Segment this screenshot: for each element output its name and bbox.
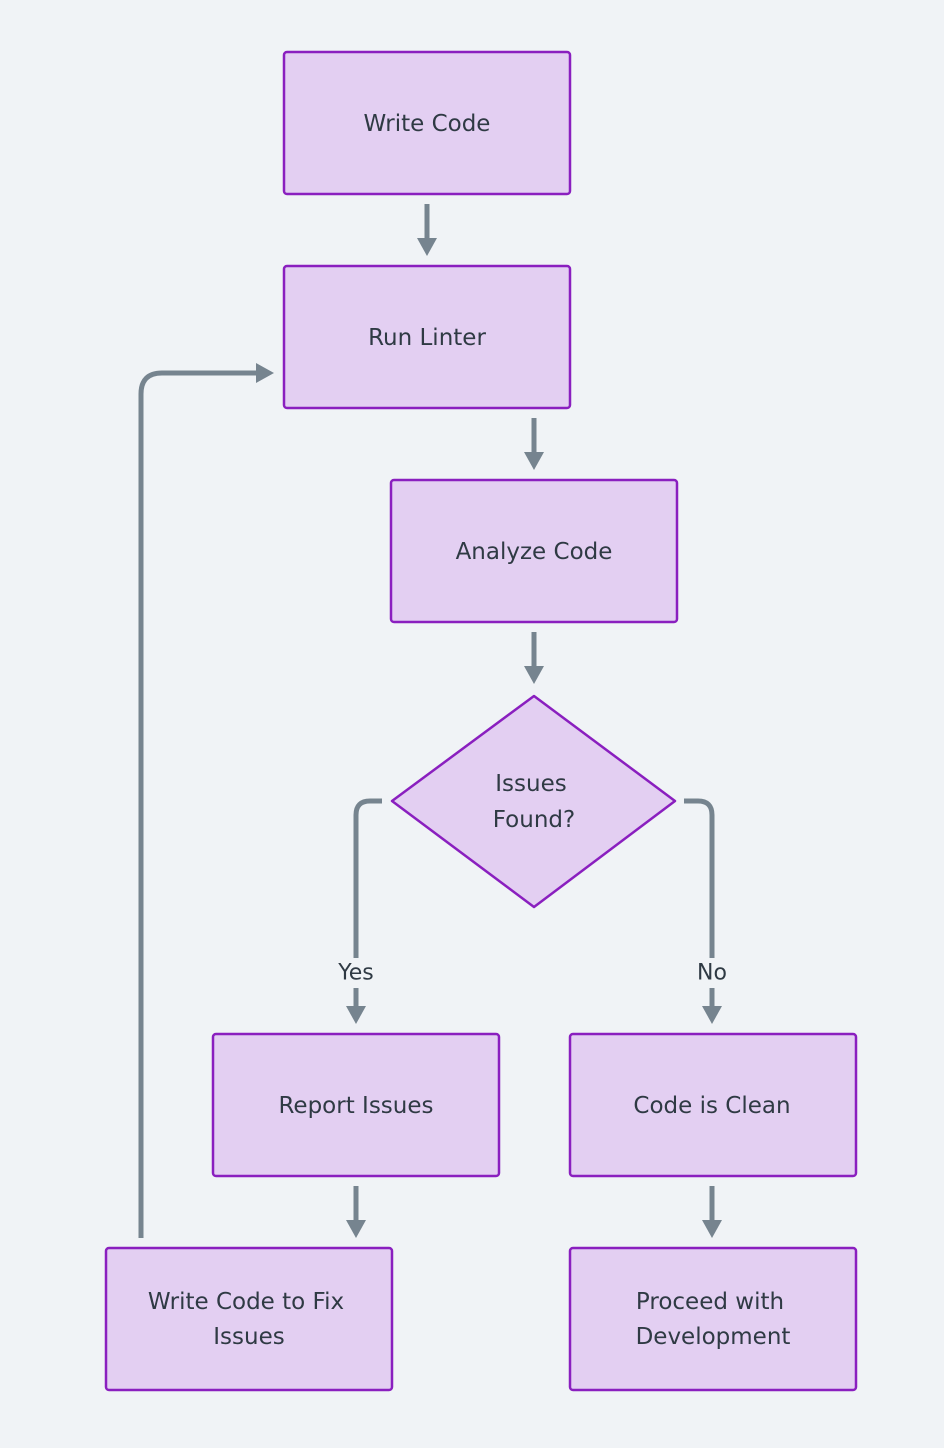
edge-label-yes-text: Yes: [337, 961, 374, 986]
node-analyze-code[interactable]: Analyze Code: [389, 478, 679, 624]
node-issues-found-decision[interactable]: Issues Found?: [390, 694, 677, 909]
edge-run-linter-to-analyze-code: [524, 418, 544, 470]
node-proceed-label-line1: Proceed with: [636, 1289, 784, 1315]
edges: [138, 204, 722, 1238]
node-fix-issues-label-line2: Issues: [213, 1324, 284, 1350]
edge-write-code-to-run-linter: [417, 204, 437, 256]
node-report-issues[interactable]: Report Issues: [211, 1032, 501, 1178]
node-write-code-to-fix-issues[interactable]: Write Code to Fix Issues: [104, 1246, 394, 1392]
nodes: Write Code Run Linter Analyze Code Issue…: [104, 50, 858, 1392]
node-run-linter[interactable]: Run Linter: [282, 264, 572, 410]
node-issues-found-label-line2: Found?: [493, 807, 575, 833]
edge-label-no-text: No: [697, 961, 727, 986]
edge-issues-found-to-report-issues: [346, 798, 382, 1024]
edge-report-issues-to-fix-issues: [346, 1186, 366, 1238]
node-proceed-with-development[interactable]: Proceed with Development: [568, 1246, 858, 1392]
node-issues-found-label-line1: Issues: [495, 771, 566, 797]
edge-code-clean-to-proceed: [702, 1186, 722, 1238]
edge-labels: Yes No: [332, 958, 732, 988]
edge-fix-issues-to-run-linter: [138, 363, 274, 1238]
edge-label-yes: Yes: [332, 958, 380, 988]
node-write-code-label: Write Code: [364, 111, 491, 137]
node-run-linter-label: Run Linter: [368, 325, 486, 351]
node-write-code[interactable]: Write Code: [282, 50, 572, 196]
node-code-is-clean[interactable]: Code is Clean: [568, 1032, 858, 1178]
edge-issues-found-to-code-clean: [684, 798, 722, 1024]
node-fix-issues-label-line1: Write Code to Fix: [148, 1289, 344, 1315]
node-analyze-code-label: Analyze Code: [456, 539, 613, 565]
edge-analyze-code-to-issues-found: [524, 632, 544, 684]
node-report-issues-label: Report Issues: [278, 1093, 433, 1119]
node-proceed-label-line2: Development: [636, 1324, 791, 1350]
node-code-is-clean-label: Code is Clean: [633, 1093, 790, 1119]
edge-label-no: No: [692, 958, 732, 988]
